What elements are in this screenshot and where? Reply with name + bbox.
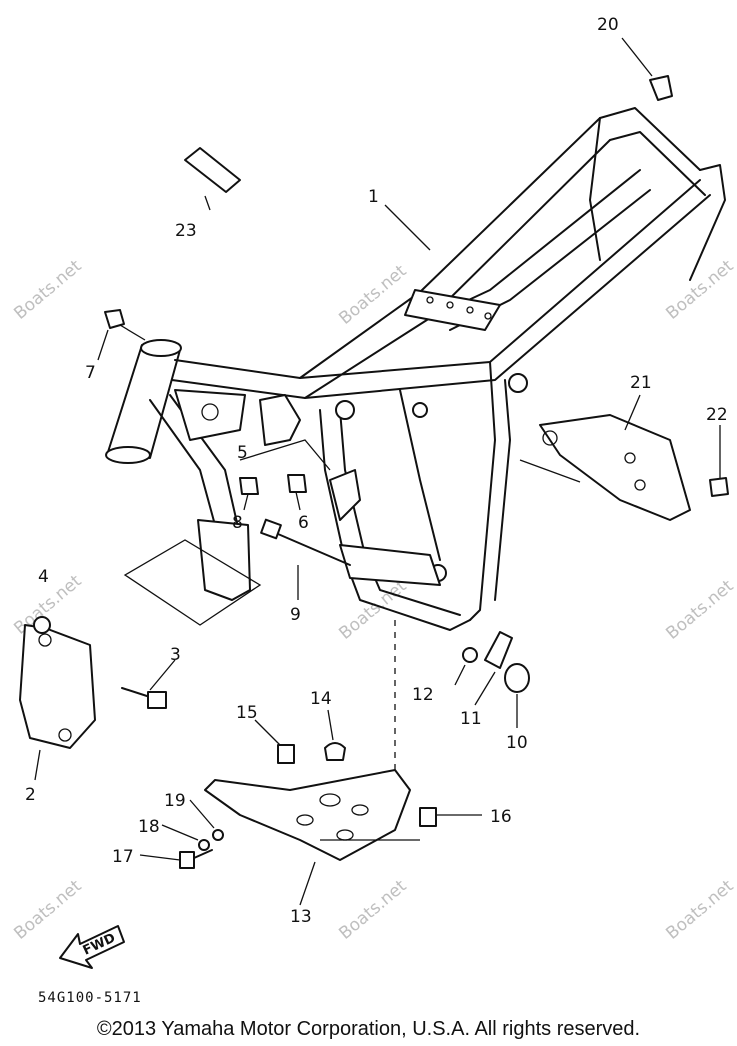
callout-1: 1 bbox=[368, 187, 379, 207]
part-22-bolt bbox=[709, 425, 729, 497]
part-20-cap bbox=[621, 37, 673, 101]
callout-5: 5 bbox=[237, 443, 248, 463]
callout-7: 7 bbox=[85, 363, 96, 383]
callout-20: 20 bbox=[597, 15, 619, 35]
callout-4: 4 bbox=[38, 567, 49, 587]
callout-8: 8 bbox=[232, 513, 243, 533]
fwd-arrow-icon: FWD bbox=[59, 925, 125, 969]
callout-2: 2 bbox=[25, 785, 36, 805]
callout-21: 21 bbox=[630, 373, 652, 393]
parts-14-15-16 bbox=[254, 709, 482, 827]
callout-3: 3 bbox=[170, 645, 181, 665]
part-2-bracket bbox=[19, 539, 262, 781]
callout-6: 6 bbox=[298, 513, 309, 533]
callout-17: 17 bbox=[112, 847, 134, 867]
part-code: 54G100-5171 bbox=[38, 990, 142, 1006]
parts-17-18-19 bbox=[139, 799, 224, 869]
callout-12: 12 bbox=[412, 685, 434, 705]
callout-23: 23 bbox=[175, 221, 197, 241]
callout-11: 11 bbox=[460, 709, 482, 729]
watermark: Boats.net bbox=[335, 576, 410, 644]
copyright-notice: ©2013 Yamaha Motor Corporation, U.S.A. A… bbox=[96, 1018, 641, 1040]
watermark: Boats.net bbox=[335, 261, 410, 329]
main-frame bbox=[105, 107, 726, 631]
part-3-bolt bbox=[121, 659, 176, 709]
part-23-plate bbox=[184, 147, 241, 211]
callout-labels: 1 2 3 4 5 6 7 8 9 10 11 12 13 14 15 16 1… bbox=[25, 15, 728, 927]
callout-18: 18 bbox=[138, 817, 160, 837]
watermark: Boats.net bbox=[662, 256, 737, 324]
watermark: Boats.net bbox=[10, 256, 85, 324]
parts-10-11-12 bbox=[454, 631, 530, 728]
callout-13: 13 bbox=[290, 907, 312, 927]
callout-19: 19 bbox=[164, 791, 186, 811]
part-21-bracket bbox=[519, 394, 691, 521]
part-9-bolt bbox=[260, 518, 351, 600]
callout-15: 15 bbox=[236, 703, 258, 723]
watermark: Boats.net bbox=[335, 876, 410, 944]
callout-16: 16 bbox=[490, 807, 512, 827]
parts-5-6-8 bbox=[239, 439, 331, 511]
callout-10: 10 bbox=[506, 733, 528, 753]
callout-22: 22 bbox=[706, 405, 728, 425]
watermark: Boats.net bbox=[10, 876, 85, 944]
callout-9: 9 bbox=[290, 605, 301, 625]
callout-14: 14 bbox=[310, 689, 332, 709]
part-13-skid-plate bbox=[204, 620, 420, 906]
part-7-bolt bbox=[97, 309, 146, 361]
watermark: Boats.net bbox=[662, 576, 737, 644]
watermark: Boats.net bbox=[662, 876, 737, 944]
